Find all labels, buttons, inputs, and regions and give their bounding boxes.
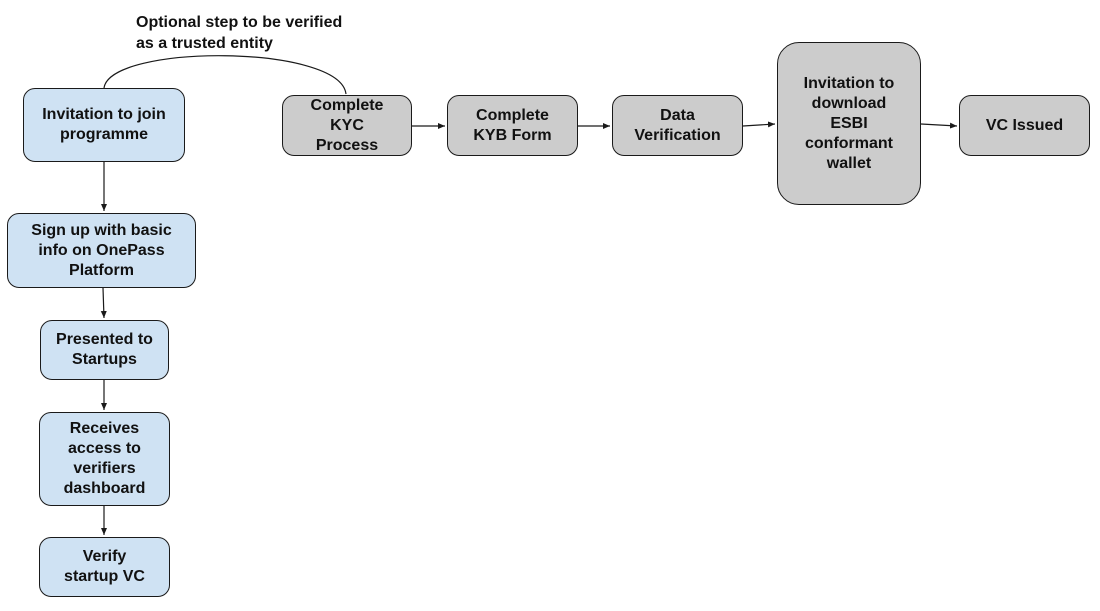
vc-issued-label: VC Issued (985, 116, 1064, 134)
invitation-to-join-label: Invitation to join programme (42, 106, 166, 143)
sign-up-node: Sign up with basic info on OnePass Platf… (7, 213, 196, 288)
vc-issued-node: VC Issued (959, 95, 1090, 156)
edge-invitation-to-kyc (103, 55, 347, 95)
sign-up-label: Sign up with basic info on OnePass Platf… (31, 221, 172, 279)
download-wallet-label: Invitation to download ESBI conformant w… (803, 74, 895, 172)
receives-access-label: Receives access to verifiers dashboard (63, 420, 146, 497)
receives-access-node: Receives access to verifiers dashboard (39, 412, 170, 506)
complete-kyb-node: Complete KYB Form (447, 95, 578, 156)
data-verification-node: Data Verification (612, 95, 743, 156)
data-verification-label: Data Verification (634, 106, 721, 144)
invitation-to-join-node: Invitation to join programme (23, 88, 185, 162)
presented-to-startups-label: Presented to Startups (56, 331, 153, 368)
optional-step-annotation: Optional step to be verified as a truste… (136, 14, 343, 52)
complete-kyc-node: Complete KYC Process (282, 95, 412, 156)
edge-wallet-to-vc-issued (920, 122, 958, 129)
verify-startup-vc-label: Verify startup VC (64, 548, 145, 585)
presented-to-startups-node: Presented to Startups (40, 320, 169, 380)
edge-signup-to-presented (100, 287, 107, 319)
download-wallet-node: Invitation to download ESBI conformant w… (777, 42, 921, 205)
verify-startup-vc-node: Verify startup VC (39, 537, 170, 597)
complete-kyb-label: Complete KYB Form (473, 106, 552, 144)
complete-kyc-label: Complete KYC Process (310, 96, 384, 154)
edge-data-verification-to-wallet (742, 121, 776, 128)
